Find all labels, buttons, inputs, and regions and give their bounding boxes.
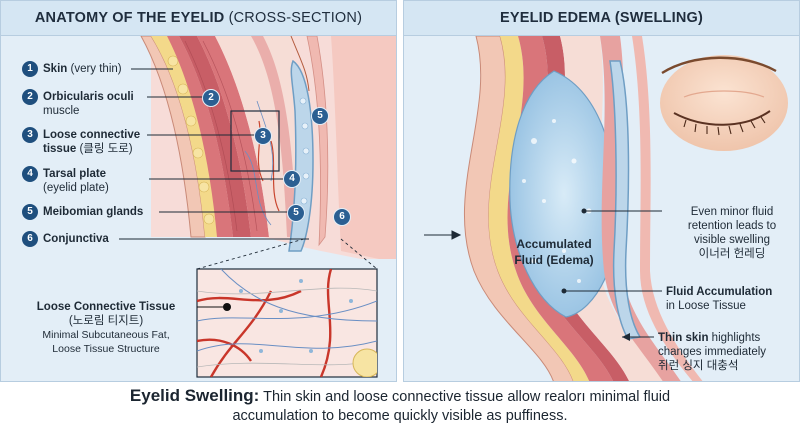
legend-number: 4 — [22, 166, 38, 182]
legend-desc: (eyelid plate) — [43, 182, 109, 194]
note1-line: Even minor fluid — [690, 206, 774, 218]
legend-title: Tarsal plate — [43, 168, 107, 180]
fluid-label: Accumulated Fluid (Edema) — [499, 236, 609, 268]
marker-tarsal: 4 — [283, 170, 301, 188]
legend-desc: (very thin) — [67, 63, 122, 75]
fluid-label-line-2: Fluid (Edema) — [514, 253, 594, 267]
eyelid-cross-section-illustration — [1, 36, 396, 381]
legend-number: 3 — [22, 127, 38, 143]
note-fluid-accumulation: Fluid Accumulation in Loose Tissue — [666, 285, 798, 313]
anatomy-title-text: ANATOMY OF THE EYELID — [34, 10, 225, 26]
legend-number: 5 — [22, 204, 38, 220]
tarsal-plate — [288, 59, 314, 252]
legend-item-tarsal: Tarsal plate (eyelid plate) — [43, 167, 109, 195]
anatomy-panel-title: ANATOMY OF THE EYELID (CROSS-SECTION) — [1, 1, 396, 36]
anatomy-panel: ANATOMY OF THE EYELID (CROSS-SECTION) — [0, 0, 397, 382]
marker-conjunctiva: 6 — [333, 208, 351, 226]
bottom-caption: Eyelid Swelling: Thin skin and loose con… — [0, 386, 800, 426]
marker-meibomian-upper: 5 — [311, 107, 329, 125]
legend-number: 6 — [22, 231, 38, 247]
note2-text: in Loose Tissue — [666, 300, 746, 312]
legend-item-meibomian: Meibomian glands — [43, 205, 143, 219]
legend-title: Skin — [43, 63, 68, 75]
highlight-box — [230, 110, 280, 172]
eye-surface — [331, 36, 396, 263]
legend-title: Loose connective — [43, 129, 141, 141]
fluid-label-line-1: Accumulated — [516, 237, 592, 251]
legend-title: Conjunctiva — [43, 233, 109, 245]
anatomy-title-suffix: (CROSS-SECTION) — [228, 10, 363, 26]
edema-illustration — [424, 36, 788, 381]
note2-title: Fluid Accumulation — [666, 286, 773, 298]
marker-orbicularis: 2 — [202, 89, 220, 107]
note1-line: 이너러 헌레딩 — [698, 248, 766, 260]
marker-loose-tissue: 3 — [254, 127, 272, 145]
orbicularis-band-2 — [179, 36, 251, 237]
note-minor-retention: Even minor fluid retention leads to visi… — [666, 205, 798, 261]
legend-number: 1 — [22, 61, 38, 77]
note3-text: highlights — [708, 332, 761, 344]
marker-meibomian: 5 — [287, 204, 305, 222]
conjunctiva — [306, 36, 329, 247]
orbicularis-band-3 — [197, 36, 269, 237]
legend-number: 2 — [22, 89, 38, 105]
note1-line: visible swelling — [693, 234, 771, 246]
legend-item-conjunctiva: Conjunctiva — [43, 232, 109, 246]
edema-panel-title: EYELID EDEMA (SWELLING) — [404, 1, 799, 36]
note3-text: 쥐런 싱지 대충석 — [658, 360, 739, 372]
legend-item-loose-tissue: Loose connective tissue (클링 도로) — [43, 128, 140, 156]
caption-title: Eyelid Swelling: — [129, 386, 260, 405]
legend-title: Orbicularis oculi — [43, 91, 134, 103]
legend-desc: (클링 도로) — [76, 143, 133, 155]
zoom-caption: Loose Connective Tissue (노로림 티지트) Minima… — [21, 300, 191, 356]
legend-desc: muscle — [43, 105, 80, 117]
legend-title-2: tissue — [43, 143, 77, 155]
note-thin-skin: Thin skin highlights changes immediately… — [658, 331, 798, 373]
legend-item-orbicularis: Orbicularis oculi muscle — [43, 90, 134, 118]
swollen-eye-illustration — [660, 55, 788, 151]
note3-title: Thin skin — [658, 332, 709, 344]
note3-text: changes immediately — [658, 346, 767, 358]
edema-panel: EYELID EDEMA (SWELLING) — [403, 0, 800, 382]
caption-line-1: Thin skin and loose connective tissue al… — [259, 389, 671, 405]
zoom-line-1: Minimal Subcutaneous Fat, — [42, 329, 170, 341]
legend-title: Meibomian glands — [43, 206, 144, 218]
zoom-inset — [196, 268, 378, 378]
orbicularis-band-1 — [167, 36, 233, 237]
legend-item-skin: Skin (very thin) — [43, 62, 122, 76]
zoom-title: Loose Connective Tissue — [36, 301, 176, 313]
note1-line: retention leads to — [687, 220, 777, 232]
zoom-korean: (노로림 티지트) — [68, 315, 144, 327]
caption-line-2: accumulation to become quickly visible a… — [232, 408, 568, 424]
zoom-line-2: Loose Tissue Structure — [52, 343, 160, 355]
